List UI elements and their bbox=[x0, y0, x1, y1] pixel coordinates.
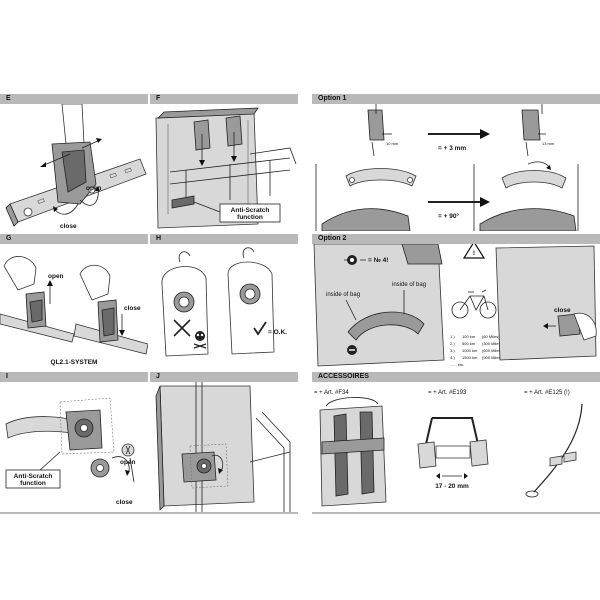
panel-e-open-label: open bbox=[86, 185, 102, 192]
accessory-range-label: 17 - 20 mm bbox=[435, 483, 469, 490]
option-2-list-km-1: 100 km bbox=[462, 334, 476, 339]
panel-g-header: G bbox=[0, 234, 148, 244]
panel-h-header: H bbox=[150, 234, 298, 244]
accessories-header: ACCESSOIRES bbox=[312, 372, 600, 382]
panel-g-system-label: QL2.1-SYSTEM bbox=[51, 359, 98, 366]
accessory-art3-label: = + Art. #E125 (!) bbox=[524, 390, 570, 396]
option-2-close-label: close bbox=[554, 307, 571, 314]
option-2-list-km-4: 1500 km bbox=[462, 355, 478, 360]
accessory-art1-label: = + Art. #F34 bbox=[314, 390, 349, 396]
option-2-inside-left: inside of bag bbox=[326, 292, 360, 298]
svg-text:!: ! bbox=[473, 250, 475, 257]
panel-e-close-label: close bbox=[60, 223, 77, 230]
option-1-13mm-label: 13 mm bbox=[542, 141, 555, 146]
accessories-illustration: = + Art. #F34 = + Art. #E193 = + Art. #E… bbox=[312, 382, 600, 512]
option-2-list-miles-4: (900 Miles) bbox=[482, 355, 502, 360]
option-2-list-km-3: 1000 km bbox=[462, 348, 478, 353]
panel-j-illustration bbox=[150, 382, 298, 512]
accessory-art2-label: = + Art. #E193 bbox=[428, 390, 467, 396]
option-2-no4-label: = № 4! bbox=[368, 257, 388, 264]
option-1-plus3-label: = + 3 mm bbox=[438, 145, 466, 152]
option-2-list-miles-2: (300 Miles) bbox=[482, 341, 502, 346]
panel-e: E open close bbox=[0, 94, 148, 231]
option-1-10mm-label: 10 mm bbox=[386, 141, 399, 146]
panel-i-close-label: close bbox=[116, 499, 133, 506]
panel-h: H = O.K. bbox=[150, 234, 298, 369]
panel-j-header: J bbox=[150, 372, 298, 382]
option-1-plus90-label: = + 90° bbox=[438, 212, 459, 220]
option-2-list-num-1: 1.) bbox=[450, 334, 455, 339]
option-2-list-km-2: 500 km bbox=[462, 341, 476, 346]
option-2-illustration: = № 4! inside of bag inside of bag ! 1.)… bbox=[312, 244, 600, 369]
option-2-inside-right: inside of bag bbox=[392, 282, 426, 288]
option-2-list-miles-3: (600 Miles) bbox=[482, 348, 502, 353]
panel-option-2: Option 2 = № 4! inside of bag inside of … bbox=[312, 234, 600, 369]
option-2-list-etc: ...... etc. bbox=[450, 362, 464, 367]
panel-e-header: E bbox=[0, 94, 148, 104]
option-2-header: Option 2 bbox=[312, 234, 600, 244]
panel-i-header: I bbox=[0, 372, 148, 382]
divider-right bbox=[312, 512, 600, 514]
panel-i-open-label: open bbox=[120, 459, 136, 466]
panel-h-illustration: = O.K. bbox=[150, 244, 298, 369]
panel-option-1: Option 1 10 mm = + 3 mm 13 mm = + 90° bbox=[312, 94, 600, 231]
option-2-list-miles-1: (60 Miles) bbox=[482, 334, 500, 339]
panel-h-ok-label: = O.K. bbox=[268, 329, 287, 336]
panel-g-close-label: close bbox=[124, 305, 141, 312]
panel-f-header: F bbox=[150, 94, 298, 104]
panel-g: G open close QL2.1-SYSTEM bbox=[0, 234, 148, 369]
panel-accessories: ACCESSOIRES = + Art. #F34 = + Art. #E193… bbox=[312, 372, 600, 512]
option-2-list-num-3: 3.) bbox=[450, 348, 455, 353]
option-2-distance-list: 1.) 100 km (60 Miles) 2.) 500 km (300 Mi… bbox=[450, 334, 502, 367]
panel-g-open-label: open bbox=[48, 273, 64, 280]
option-2-list-num-4: 4.) bbox=[450, 355, 455, 360]
option-2-list-num-2: 2.) bbox=[450, 341, 455, 346]
option-1-illustration: 10 mm = + 3 mm 13 mm = + 90° bbox=[312, 104, 600, 231]
divider-left bbox=[0, 512, 298, 514]
option-1-header: Option 1 bbox=[312, 94, 600, 104]
panel-e-illustration: open close bbox=[0, 104, 148, 231]
panel-g-illustration: open close QL2.1-SYSTEM bbox=[0, 244, 148, 369]
panel-j: J bbox=[150, 372, 298, 512]
